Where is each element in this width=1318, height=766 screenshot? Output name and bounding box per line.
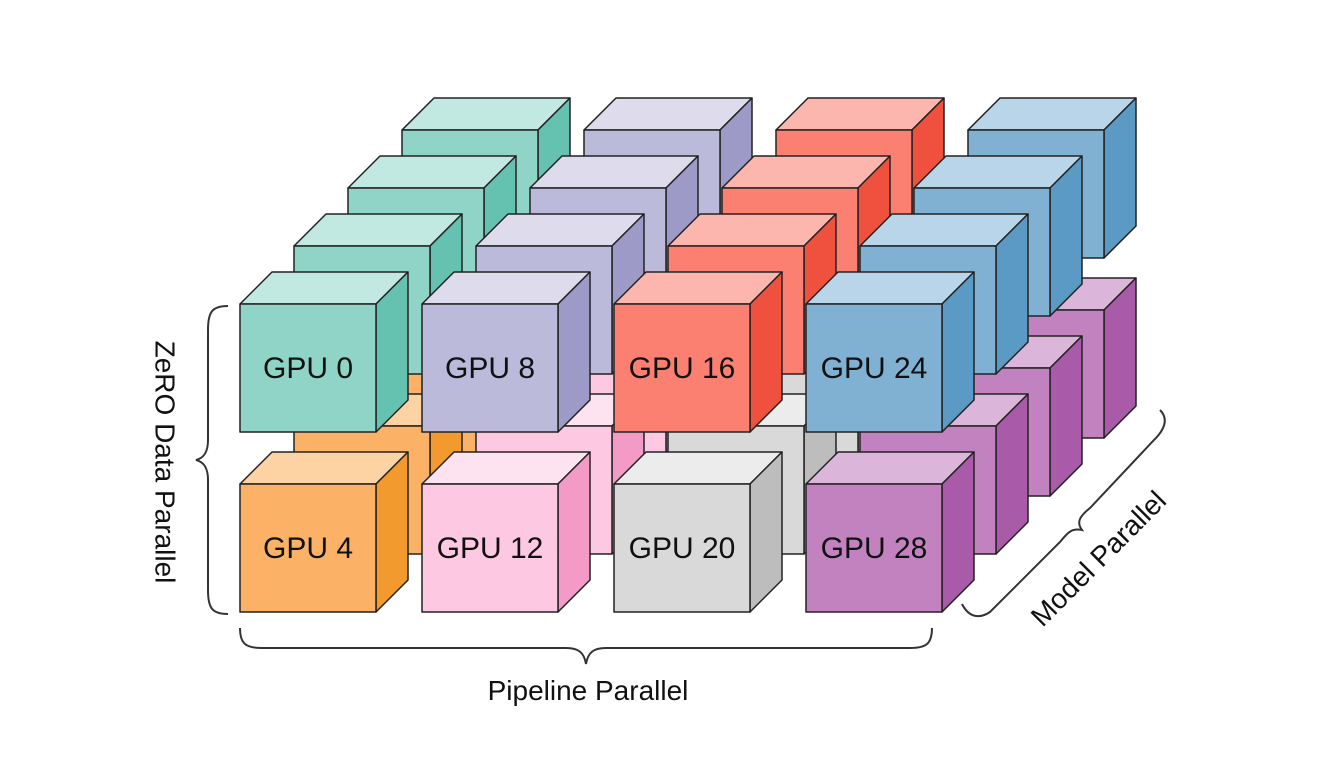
gpu-label: GPU 12 (437, 532, 544, 565)
cube-front-face (239, 483, 377, 613)
gpu-label: GPU 0 (263, 352, 353, 385)
gpu-cube-grid: GPU 0 GPU 8 GPU 16 GPU 24 GPU 4 GPU 12 GPU 20 G… (239, 97, 1137, 613)
gpu-cube: GPU 8 (421, 271, 591, 433)
cube-front-face (613, 303, 751, 433)
gpu-cube: GPU 0 (239, 271, 409, 433)
gpu-cube: GPU 20 (613, 451, 783, 613)
gpu-label: GPU 16 (629, 352, 736, 385)
cube-front-face (421, 303, 559, 433)
pipeline-parallel-bracket (239, 627, 933, 665)
cube-front-face (239, 303, 377, 433)
gpu-label: GPU 4 (263, 532, 353, 565)
data-parallel-label: ZeRO Data Parallel (150, 341, 181, 584)
gpu-label: GPU 28 (821, 532, 928, 565)
gpu-cube: GPU 4 (239, 451, 409, 613)
gpu-cube: GPU 24 (805, 271, 975, 433)
pipeline-parallel-label: Pipeline Parallel (488, 675, 689, 706)
gpu-label: GPU 24 (821, 352, 928, 385)
gpu-label: GPU 20 (629, 532, 736, 565)
cube-front-face (421, 483, 559, 613)
gpu-label: GPU 8 (445, 352, 535, 385)
model-parallel-bracket (961, 409, 1166, 618)
model-parallel-label: Model Parallel (1025, 485, 1172, 632)
cube-front-face (613, 483, 751, 613)
cube-front-face (805, 483, 943, 613)
gpu-cube: GPU 28 (805, 451, 975, 613)
gpu-cube: GPU 12 (421, 451, 591, 613)
gpu-cube: GPU 16 (613, 271, 783, 433)
data-parallel-bracket (195, 305, 229, 615)
cube-front-face (805, 303, 943, 433)
